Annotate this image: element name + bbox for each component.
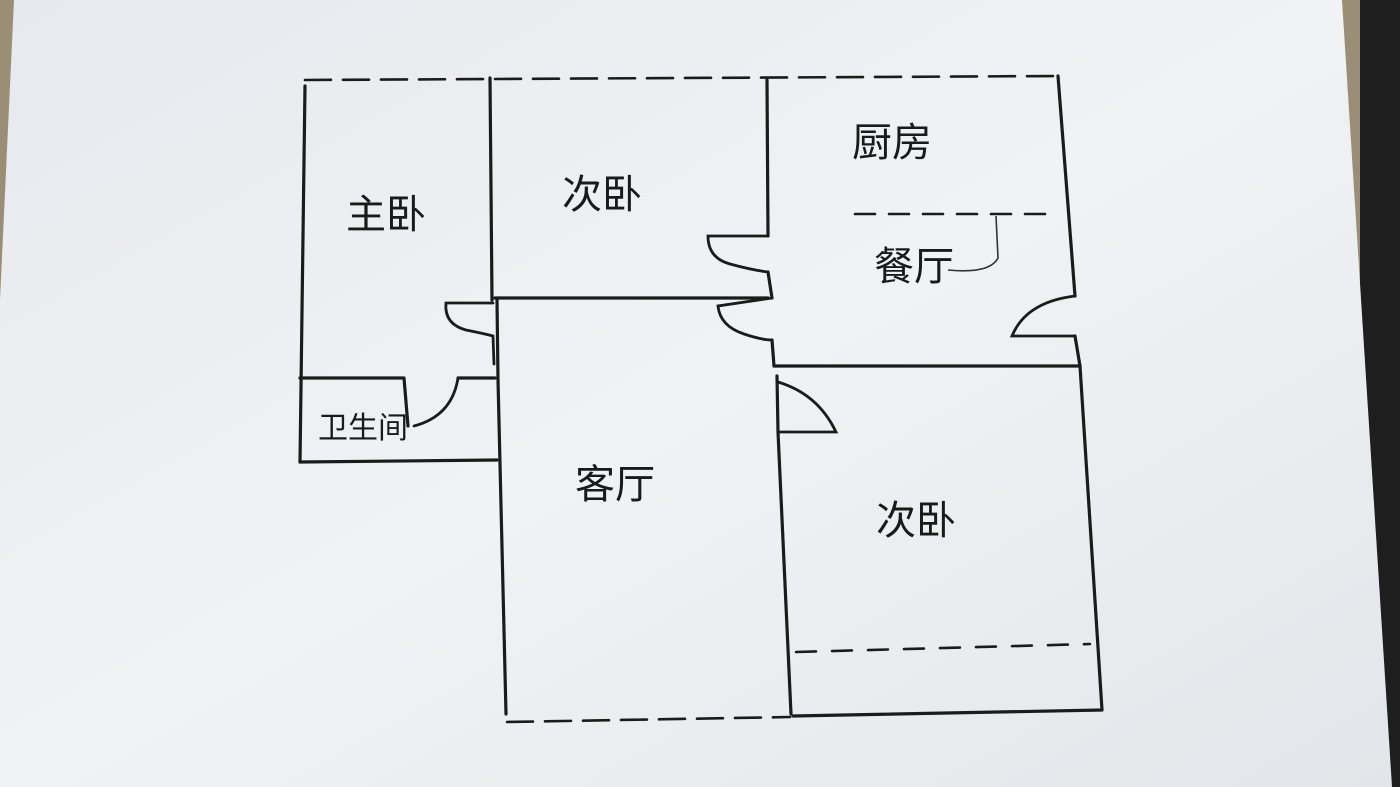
floor-plan — [298, 74, 1104, 724]
master-left-wall — [298, 84, 307, 464]
dining-right-stub — [1073, 334, 1082, 368]
bedroom-right-wall — [791, 364, 1104, 718]
balcony-divider — [794, 642, 1092, 654]
living-left-wall — [495, 298, 508, 716]
bedroom-top-door-arc — [706, 234, 770, 274]
master-right-wall — [488, 76, 494, 302]
label-bathroom: 卫生间 — [318, 411, 408, 446]
dining-exit-door-arc — [1009, 294, 1077, 338]
label-kitchen: 厨房 — [852, 120, 932, 166]
kitchen-left-wall — [765, 78, 770, 238]
dining-left-wall-lower — [770, 338, 776, 368]
bedroom-bottom-door-arc — [776, 380, 839, 434]
label-living-room: 客厅 — [575, 462, 655, 508]
label-dining: 餐厅 — [874, 244, 954, 290]
label-master-bedroom: 主卧 — [346, 192, 426, 238]
dining-cabinet-arc — [947, 215, 999, 272]
bathroom-top-wall — [298, 376, 410, 428]
master-door-arc — [444, 301, 496, 366]
living-bottom-dashed-wall — [505, 715, 792, 724]
living-dining-door-arc — [716, 296, 774, 342]
top-dashed-wall — [303, 74, 1060, 82]
label-second-bedroom-top: 次卧 — [562, 172, 642, 218]
label-second-bedroom-bottom: 次卧 — [876, 498, 956, 544]
dining-left-wall — [766, 270, 774, 300]
kitchen-right-wall — [1056, 74, 1077, 298]
bathroom-door-arc — [412, 376, 460, 428]
bathroom-bottom-wall — [298, 458, 499, 464]
